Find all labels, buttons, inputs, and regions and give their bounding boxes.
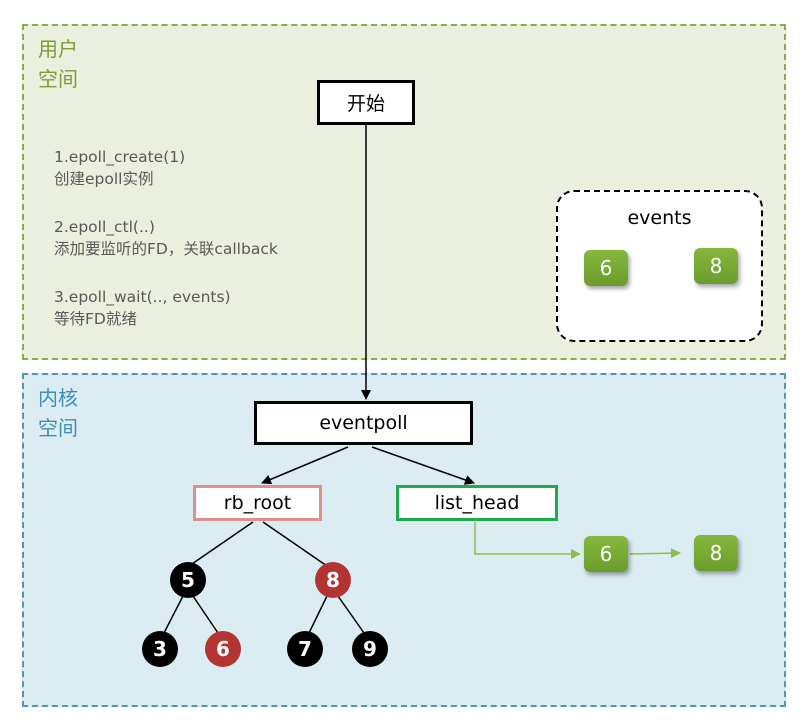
rb-node-5: 5	[170, 562, 206, 598]
node5-to-node6-edge	[192, 595, 219, 634]
start-box: 开始	[317, 80, 415, 125]
rb-node-9: 9	[352, 631, 388, 667]
step-epoll-ctl: 2.epoll_ctl(..) 添加要监听的FD，关联callback	[54, 218, 278, 258]
rb-node-8: 8	[315, 562, 351, 598]
list-head-box: list_head	[396, 485, 558, 521]
epoll-steps: 1.epoll_create(1) 创建epoll实例 2.epoll_ctl(…	[54, 146, 278, 356]
item6-to-item8-arrow	[629, 548, 681, 559]
rbroot-to-node5-edge	[188, 521, 254, 567]
node5-to-node3-edge	[163, 595, 184, 634]
events-item-8: 8	[694, 248, 738, 284]
eventpoll-to-listhead-arrow	[371, 446, 475, 485]
list-item-8: 8	[694, 535, 738, 571]
list-item-6: 6	[584, 536, 628, 572]
kernel-space-label: 内核 空间	[38, 386, 78, 440]
events-title: events	[627, 207, 692, 229]
rb-node-3: 3	[142, 631, 178, 667]
user-space-label: 用户 空间	[38, 37, 78, 91]
eventpoll-to-rbroot-arrow	[261, 446, 349, 485]
events-item-6: 6	[584, 250, 628, 286]
node8-to-node7-edge	[308, 595, 328, 634]
step-epoll-wait: 3.epoll_wait(.., events) 等待FD就绪	[54, 288, 231, 328]
rbroot-to-node8-edge	[262, 521, 328, 567]
rb-node-6: 6	[205, 631, 241, 667]
rb-node-7: 7	[287, 631, 323, 667]
rb-root-box: rb_root	[193, 485, 322, 521]
node8-to-node9-edge	[337, 595, 365, 634]
eventpoll-box: eventpoll	[254, 401, 473, 445]
listhead-to-item6-arrow	[474, 522, 581, 559]
step-epoll-create: 1.epoll_create(1) 创建epoll实例	[54, 148, 186, 188]
